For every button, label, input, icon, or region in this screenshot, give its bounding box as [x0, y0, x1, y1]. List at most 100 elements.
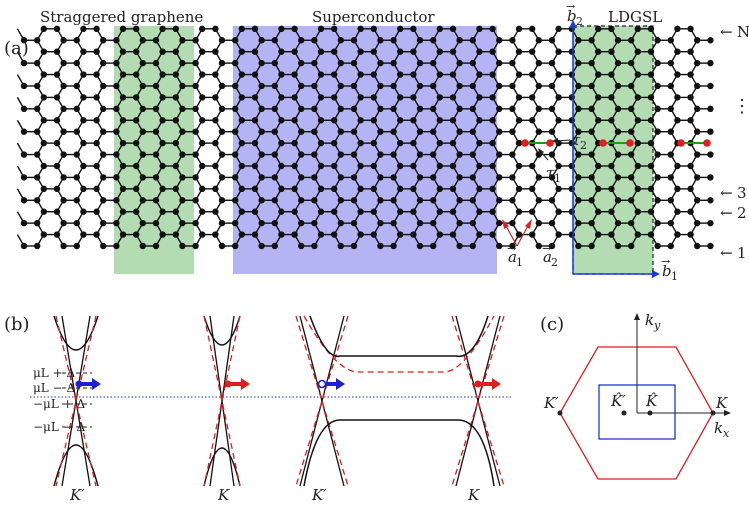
lattice-atom: [40, 25, 47, 33]
lattice-atom: [575, 105, 582, 113]
lattice-atom: [694, 105, 701, 113]
lattice-atom: [179, 219, 186, 227]
lattice-atom: [337, 242, 344, 250]
lattice-atom: [707, 197, 714, 204]
lattice-atom: [654, 82, 661, 90]
lattice-atom: [40, 139, 47, 147]
lattice-atom: [436, 162, 443, 170]
lattice-atom: [628, 105, 635, 113]
lattice-atom: [317, 208, 325, 215]
lattice-atom: [232, 174, 239, 181]
lattice-atom: [595, 25, 602, 33]
lattice-atom: [667, 174, 674, 181]
lattice-atom: [614, 242, 622, 250]
lattice-atom: [212, 117, 219, 124]
lattice-atom: [251, 117, 259, 124]
svg-text:τ: τ: [572, 131, 581, 149]
lattice-atom: [317, 139, 325, 147]
lattice-atom: [311, 37, 318, 44]
kx-arrowhead: [724, 410, 731, 416]
panel-b: (b) μL + Δ μL − Δ −μL + Δ −μL − Δ K′ K K…: [4, 314, 512, 504]
lattice-atom: [548, 59, 556, 67]
lattice-atom: [53, 25, 61, 33]
lattice-atom: [350, 82, 358, 90]
lattice-atom: [271, 219, 278, 227]
svg-text:→: →: [566, 0, 575, 13]
lattice-atom: [469, 197, 476, 204]
lattice-atom: [370, 71, 377, 78]
lattice-atom: [192, 37, 199, 44]
row-label-1: ← 1: [720, 244, 747, 262]
lattice-atom: [34, 59, 41, 67]
ky-axis-label: k y: [645, 311, 661, 332]
a2-label: a 2 →: [542, 242, 558, 269]
lattice-atom: [152, 37, 160, 44]
lattice-atom: [199, 185, 206, 193]
lattice-atom: [430, 151, 437, 158]
lattice-atom: [410, 117, 417, 124]
lattice-atom: [707, 242, 714, 250]
lattice-atom: [258, 82, 265, 90]
lattice-atom: [357, 117, 364, 124]
lattice-atom: [80, 231, 87, 238]
lattice-atom: [119, 117, 127, 124]
lattice-atom: [489, 48, 496, 55]
lattice-atom: [674, 25, 681, 33]
lattice-atom: [278, 71, 285, 78]
svg-text:x: x: [723, 427, 730, 440]
lattice-atom: [535, 105, 542, 113]
lattice-atom: [456, 197, 463, 204]
lattice-atom: [667, 151, 674, 158]
lattice-atom: [20, 197, 28, 204]
band-structure: [53, 315, 505, 487]
lattice-atom: [291, 139, 298, 147]
lattice-atom: [20, 151, 28, 158]
k-hat-prime-point: [621, 410, 627, 416]
lattice-atom: [60, 59, 67, 67]
svg-text:a: a: [543, 248, 552, 266]
lattice-atom: [139, 105, 146, 113]
lattice-atom: [410, 94, 417, 101]
lattice-atom: [53, 94, 61, 101]
lattice-atom: [133, 94, 140, 101]
lattice-atom: [608, 117, 615, 124]
lattice-atom: [436, 117, 443, 124]
lattice-atom: [218, 105, 226, 113]
lattice-atom: [449, 185, 457, 193]
lattice-atom: [53, 231, 61, 238]
lattice-atom: [476, 25, 483, 33]
lattice-atom: [397, 71, 404, 78]
lattice-atom: [291, 117, 298, 124]
lattice-atom: [331, 48, 338, 55]
lattice-atom: [139, 128, 146, 135]
lattice-atom: [416, 82, 424, 90]
lattice-atom: [416, 219, 424, 227]
lattice-atom: [93, 25, 100, 33]
lattice-atom: [614, 82, 622, 90]
lattice-atom: [40, 231, 47, 238]
lattice-atom: [377, 174, 384, 181]
lattice-atom: [489, 117, 496, 124]
lattice-atom: [667, 105, 674, 113]
lattice-atom: [192, 105, 199, 113]
lattice-atom: [397, 25, 404, 33]
lattice-atom: [628, 219, 635, 227]
lattice-atom: [113, 242, 120, 250]
lattice-atom: [331, 162, 338, 170]
lattice-atom: [152, 82, 160, 90]
lattice-atom: [555, 162, 562, 170]
lattice-atom: [212, 71, 219, 78]
lattice-atom: [317, 185, 325, 193]
lattice-atom: [232, 151, 239, 158]
lattice-atom: [707, 128, 714, 135]
lattice-atom: [80, 25, 87, 33]
lattice-atom: [113, 174, 120, 181]
lattice-atom: [647, 185, 655, 193]
lattice-atom: [416, 105, 424, 113]
lattice-atom: [179, 174, 186, 181]
lattice-atom: [456, 219, 463, 227]
lattice-atom: [575, 82, 582, 90]
lattice-atom: [634, 162, 641, 170]
lattice-atom: [416, 197, 424, 204]
